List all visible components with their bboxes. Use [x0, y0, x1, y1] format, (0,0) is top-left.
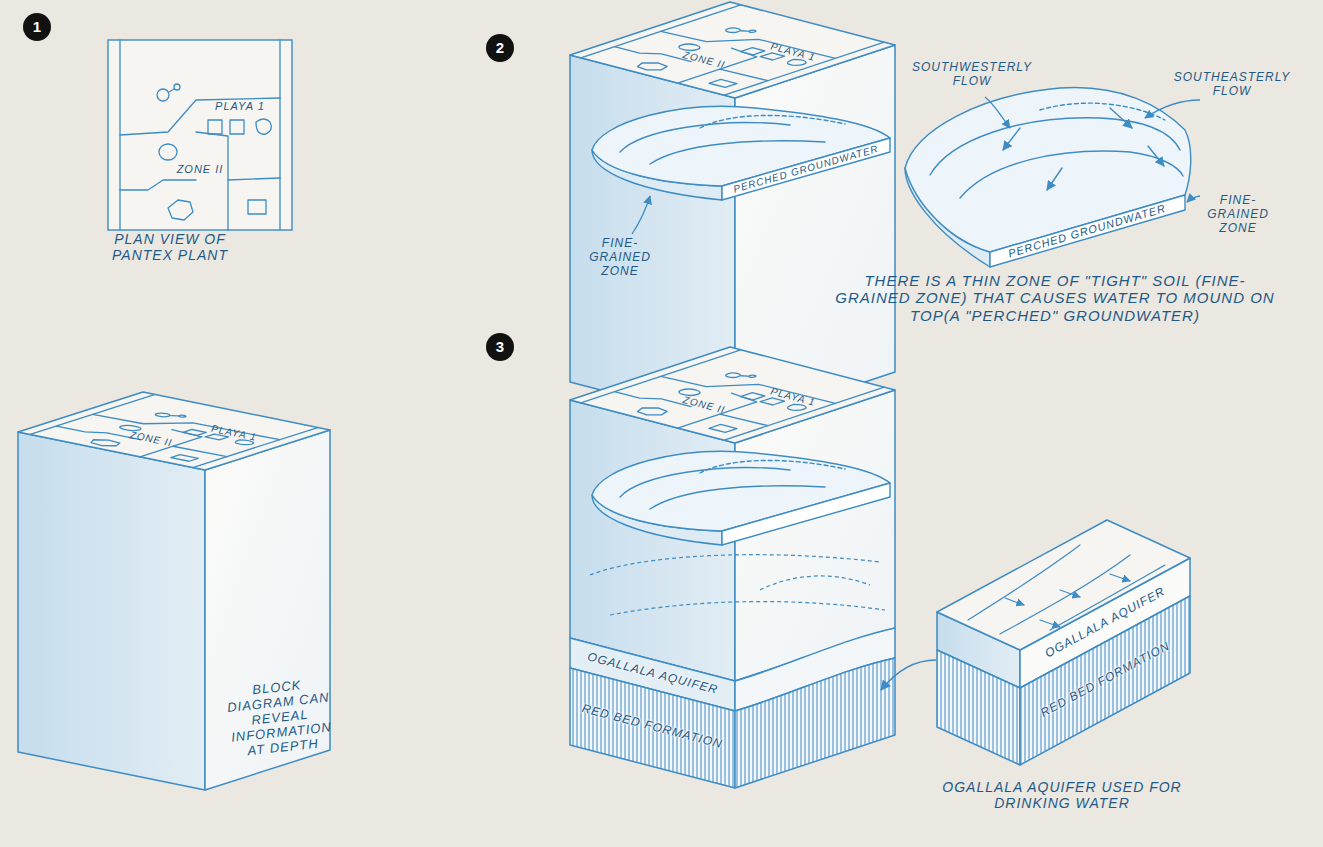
red-bed [735, 658, 895, 788]
pointer-arrow [881, 660, 936, 690]
leader-line [1187, 196, 1200, 202]
block-face [18, 432, 205, 790]
callout-number: 2 [486, 39, 514, 56]
callout-number: 1 [23, 18, 51, 35]
layer-label: OGALLALA AQUIFER [1020, 573, 1189, 673]
flow-arrow [1003, 128, 1020, 150]
callout-circle [23, 13, 51, 41]
leader-line [985, 97, 1010, 128]
perched-groundwater-lens [592, 451, 890, 545]
note-text: BLOCK DIAGRAM CAN REVEAL INFORMATION AT … [217, 675, 342, 762]
layer-label: PERCHED GROUNDWATER [989, 197, 1185, 265]
view-caption: PLAN VIEW OF PANTEX PLANT [95, 231, 245, 263]
callout-circle [486, 333, 514, 361]
layer-label: PERCHED GROUNDWATER [723, 140, 890, 198]
layer-label: OGALLALA AQUIFER [570, 647, 733, 702]
plan-border [108, 40, 292, 230]
flow-label: SOUTHEASTERLY FLOW [1170, 71, 1295, 99]
red-bed [937, 650, 1020, 765]
flow-arrow [1005, 598, 1024, 605]
contour-line [610, 602, 885, 615]
area-label: ZONE II [674, 392, 735, 418]
leader-line [632, 196, 650, 234]
site-plan [30, 394, 318, 467]
area-label: ZONE II [120, 427, 181, 450]
layer-label: FINE-GRAINED ZONE [1203, 194, 1273, 235]
flow-arrow [1040, 620, 1060, 627]
note-text: THERE IS A THIN ZONE OF "TIGHT" SOIL (FI… [828, 272, 1283, 324]
area-label: PLAYA 1 [199, 420, 270, 445]
contour-line [760, 576, 870, 590]
callout-circle [486, 34, 514, 62]
perched-groundwater-lens [592, 106, 890, 200]
area-label: PLAYA 1 [205, 100, 275, 113]
area-label: ZONE II [674, 47, 735, 73]
block-top [18, 392, 330, 470]
aquifer-block [937, 520, 1190, 765]
aquifer-top [937, 520, 1190, 650]
flow-arrow [1047, 168, 1062, 190]
view-caption: OGALLALA AQUIFER USED FOR DRINKING WATER [937, 779, 1187, 811]
flow-label: SOUTHWESTERLY FLOW [912, 61, 1032, 89]
layer-label: FINE-GRAINED ZONE [585, 237, 655, 278]
contour-line [960, 151, 1183, 198]
block-top [570, 2, 895, 98]
area-label: ZONE II [170, 163, 230, 176]
slab-top [905, 88, 1191, 252]
block-top [570, 347, 895, 443]
site-plan [120, 40, 280, 230]
area-label: PLAYA 1 [758, 383, 829, 412]
flow-arrow [1110, 108, 1132, 128]
aquifer-contours [968, 545, 1165, 634]
area-label: PLAYA 1 [758, 38, 829, 67]
contour-line [590, 555, 880, 575]
flow-arrow [1110, 574, 1130, 581]
contour-lines [590, 555, 885, 615]
flow-arrow [1148, 146, 1164, 166]
layer-label: RED BED FORMATION [1020, 630, 1189, 730]
perched-groundwater-slab [905, 88, 1191, 267]
contour-line [968, 545, 1080, 620]
layer-label: RED BED FORMATION [568, 699, 736, 755]
site-plan [581, 350, 884, 440]
site-plan [581, 5, 884, 95]
leader-line [1145, 100, 1200, 118]
contour-line [930, 118, 1180, 175]
flow-arrow [1060, 590, 1080, 597]
callout-number: 3 [486, 338, 514, 355]
slab-front [990, 195, 1185, 267]
